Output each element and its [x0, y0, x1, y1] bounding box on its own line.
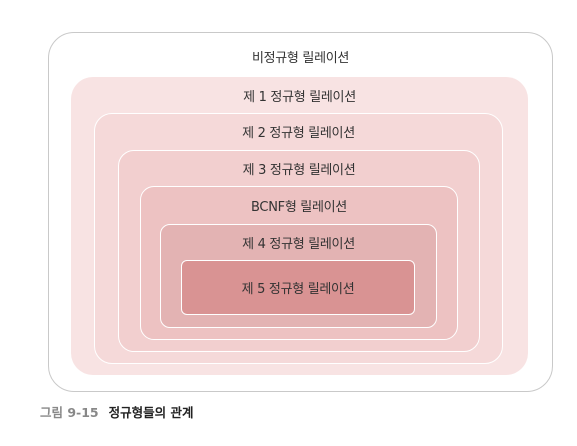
figure-title: 정규형들의 관계 — [108, 405, 194, 420]
fifth-normal-form-label: 제 5 정규형 릴레이션 — [241, 282, 355, 297]
third-normal-form-label: 제 3 정규형 릴레이션 — [242, 163, 356, 178]
bcnf-label: BCNF형 릴레이션 — [251, 200, 347, 215]
figure-number: 그림 9-15 — [40, 405, 99, 420]
first-normal-form-label: 제 1 정규형 릴레이션 — [243, 90, 356, 105]
figure-caption: 그림 9-15 정규형들의 관계 — [40, 402, 193, 421]
non-normal-form-label: 비정규형 릴레이션 — [251, 51, 350, 66]
fifth-normal-form-box: 제 5 정규형 릴레이션 — [181, 260, 415, 315]
fourth-normal-form-label: 제 4 정규형 릴레이션 — [242, 237, 355, 252]
second-normal-form-label: 제 2 정규형 릴레이션 — [242, 126, 355, 141]
